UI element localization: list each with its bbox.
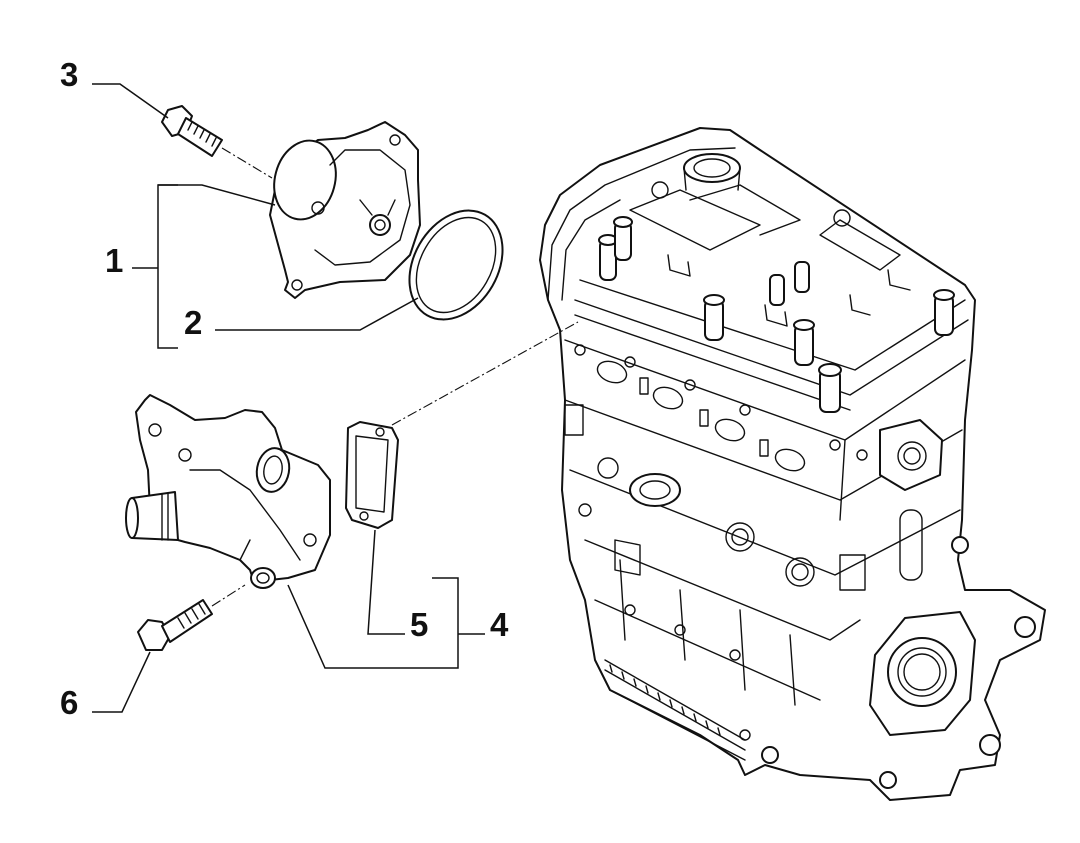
- assembly-line-gasket-to-block: [391, 321, 579, 426]
- water-pump: [269, 121, 421, 299]
- o-ring-gasket: [408, 209, 504, 321]
- bolt-upper: [161, 105, 223, 157]
- housing-gasket: [345, 421, 399, 529]
- callout-1: 1: [105, 242, 123, 279]
- callout-3: 3: [60, 56, 78, 93]
- leader-lines: [92, 83, 485, 713]
- engine-block: [539, 127, 1046, 801]
- bolt-lower: [137, 599, 213, 651]
- callout-4: 4: [490, 606, 509, 643]
- assembly-line-bolt-to-housing: [211, 584, 246, 607]
- callout-2: 2: [184, 304, 202, 341]
- assembly-line-bolt-to-pump: [221, 147, 273, 179]
- callout-6: 6: [60, 684, 78, 721]
- thermostat-housing: [125, 394, 331, 589]
- callout-5: 5: [410, 606, 428, 643]
